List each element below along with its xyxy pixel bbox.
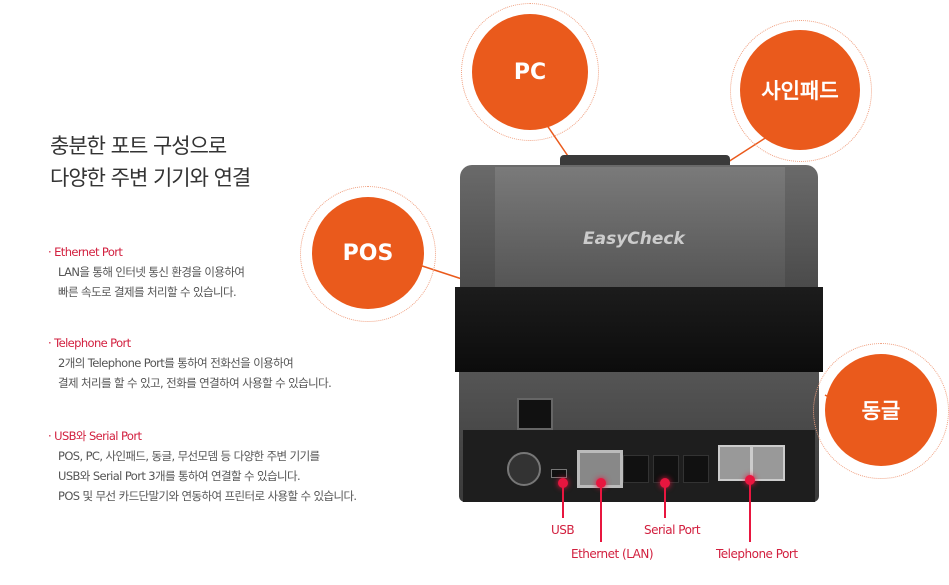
telephone-port-2 bbox=[751, 445, 785, 481]
headline-line-2: 다양한 주변 기기와 연결 bbox=[50, 166, 251, 190]
label-serial-port: Serial Port bbox=[644, 523, 701, 537]
usb-port bbox=[551, 469, 567, 478]
printer-image: EasyCheck bbox=[455, 155, 825, 505]
label-ethernet: Ethernet (LAN) bbox=[571, 547, 654, 561]
power-port bbox=[507, 452, 541, 486]
section-usb-serial: · USB와 Serial Port POS, PC, 사인패드, 동글, 무선… bbox=[48, 426, 357, 506]
headline: 충분한 포트 구성으로 다양한 주변 기기와 연결 bbox=[50, 130, 251, 194]
section-text: 빠른 속도로 결제를 처리할 수 있습니다. bbox=[58, 285, 237, 299]
bubble-pos: POS bbox=[312, 197, 424, 309]
headline-line-1: 충분한 포트 구성으로 bbox=[50, 134, 227, 158]
bullet: · bbox=[48, 336, 52, 350]
section-text: POS 및 무선 카드단말기와 연동하여 프린터로 사용할 수 있습니다. bbox=[58, 489, 357, 503]
serial-port-3 bbox=[683, 455, 709, 483]
bubble-signpad: 사인패드 bbox=[740, 30, 860, 150]
label-telephone-port: Telephone Port bbox=[716, 547, 798, 561]
label-usb: USB bbox=[551, 523, 575, 537]
power-switch bbox=[517, 398, 553, 430]
section-text: 2개의 Telephone Port를 통하여 전화선을 이용하여 bbox=[58, 356, 294, 370]
bubble-dongle: 동글 bbox=[825, 354, 937, 466]
section-ethernet: · Ethernet Port LAN을 통해 인터넷 통신 환경을 이용하여 … bbox=[48, 242, 245, 302]
section-text: LAN을 통해 인터넷 통신 환경을 이용하여 bbox=[58, 265, 245, 279]
section-title: Telephone Port bbox=[54, 336, 131, 350]
bubble-pc: PC bbox=[472, 14, 588, 130]
serial-port-1 bbox=[623, 455, 649, 483]
section-telephone: · Telephone Port 2개의 Telephone Port를 통하여… bbox=[48, 333, 332, 393]
section-text: USB와 Serial Port 3개를 통하여 연결할 수 있습니다. bbox=[58, 469, 301, 483]
section-text: 결제 처리를 할 수 있고, 전화를 연결하여 사용할 수 있습니다. bbox=[58, 376, 332, 390]
brand-logo: EasyCheck bbox=[583, 229, 685, 249]
bullet: · bbox=[48, 245, 52, 259]
bullet: · bbox=[48, 429, 52, 443]
section-text: POS, PC, 사인패드, 동글, 무선모뎀 등 다양한 주변 기기를 bbox=[58, 449, 320, 463]
section-title: Ethernet Port bbox=[54, 245, 123, 259]
section-title: USB와 Serial Port bbox=[54, 429, 142, 443]
